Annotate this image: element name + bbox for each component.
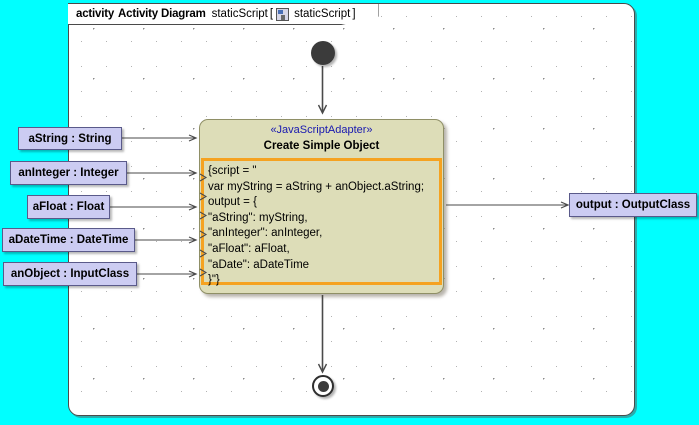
input-parameter-aninteger[interactable]: anInteger : Integer [10, 161, 127, 185]
action-stereotype: «JavaScriptAdapter» [270, 124, 373, 136]
script-line: output = { [208, 196, 257, 209]
input-pin-icon[interactable] [199, 230, 208, 239]
script-line: "aDate": aDateTime [208, 258, 310, 271]
action-header: «JavaScriptAdapter» Create Simple Object [200, 120, 443, 158]
frame-keyword: activity [76, 8, 115, 20]
input-parameter-afloat[interactable]: aFloat : Float [27, 195, 110, 219]
initial-node[interactable] [311, 41, 335, 65]
frame-name: staticScript [211, 8, 268, 20]
frame-qualifier: staticScript [294, 8, 351, 20]
input-pin-icon[interactable] [199, 268, 208, 277]
script-line: "anInteger": anInteger, [208, 227, 323, 240]
element-icon [276, 7, 290, 21]
input-pin-icon[interactable] [199, 211, 208, 220]
action-script-body[interactable]: {script = " var myString = aString + anO… [199, 158, 442, 286]
action-title: Create Simple Object [263, 140, 380, 152]
script-line: var myString = aString + anObject.aStrin… [208, 180, 425, 193]
script-line: {script = " [208, 165, 257, 177]
bracket-close: ] [352, 8, 356, 20]
input-parameter-astring[interactable]: aString : String [18, 127, 122, 150]
output-parameter-output[interactable]: output : OutputClass [569, 193, 697, 217]
activity-final-node[interactable] [312, 375, 334, 397]
input-pin-icon[interactable] [199, 173, 208, 182]
script-line: "aFloat": aFloat, [208, 242, 290, 255]
frame-diagram-kind: Activity Diagram [118, 8, 206, 20]
frame-title-tab[interactable]: activity Activity Diagram staticScript [… [68, 3, 379, 25]
input-parameter-adatetime[interactable]: aDateTime : DateTime [2, 228, 135, 252]
input-pin-icon[interactable] [199, 192, 208, 201]
input-pin-icon[interactable] [199, 249, 208, 258]
input-parameter-anobject[interactable]: anObject : InputClass [3, 262, 137, 286]
bracket-open: [ [269, 8, 274, 20]
script-line: "aString": myString, [208, 211, 308, 224]
script-line: }"} [208, 274, 220, 287]
action-node-create-simple-object[interactable]: «JavaScriptAdapter» Create Simple Object… [199, 119, 444, 294]
